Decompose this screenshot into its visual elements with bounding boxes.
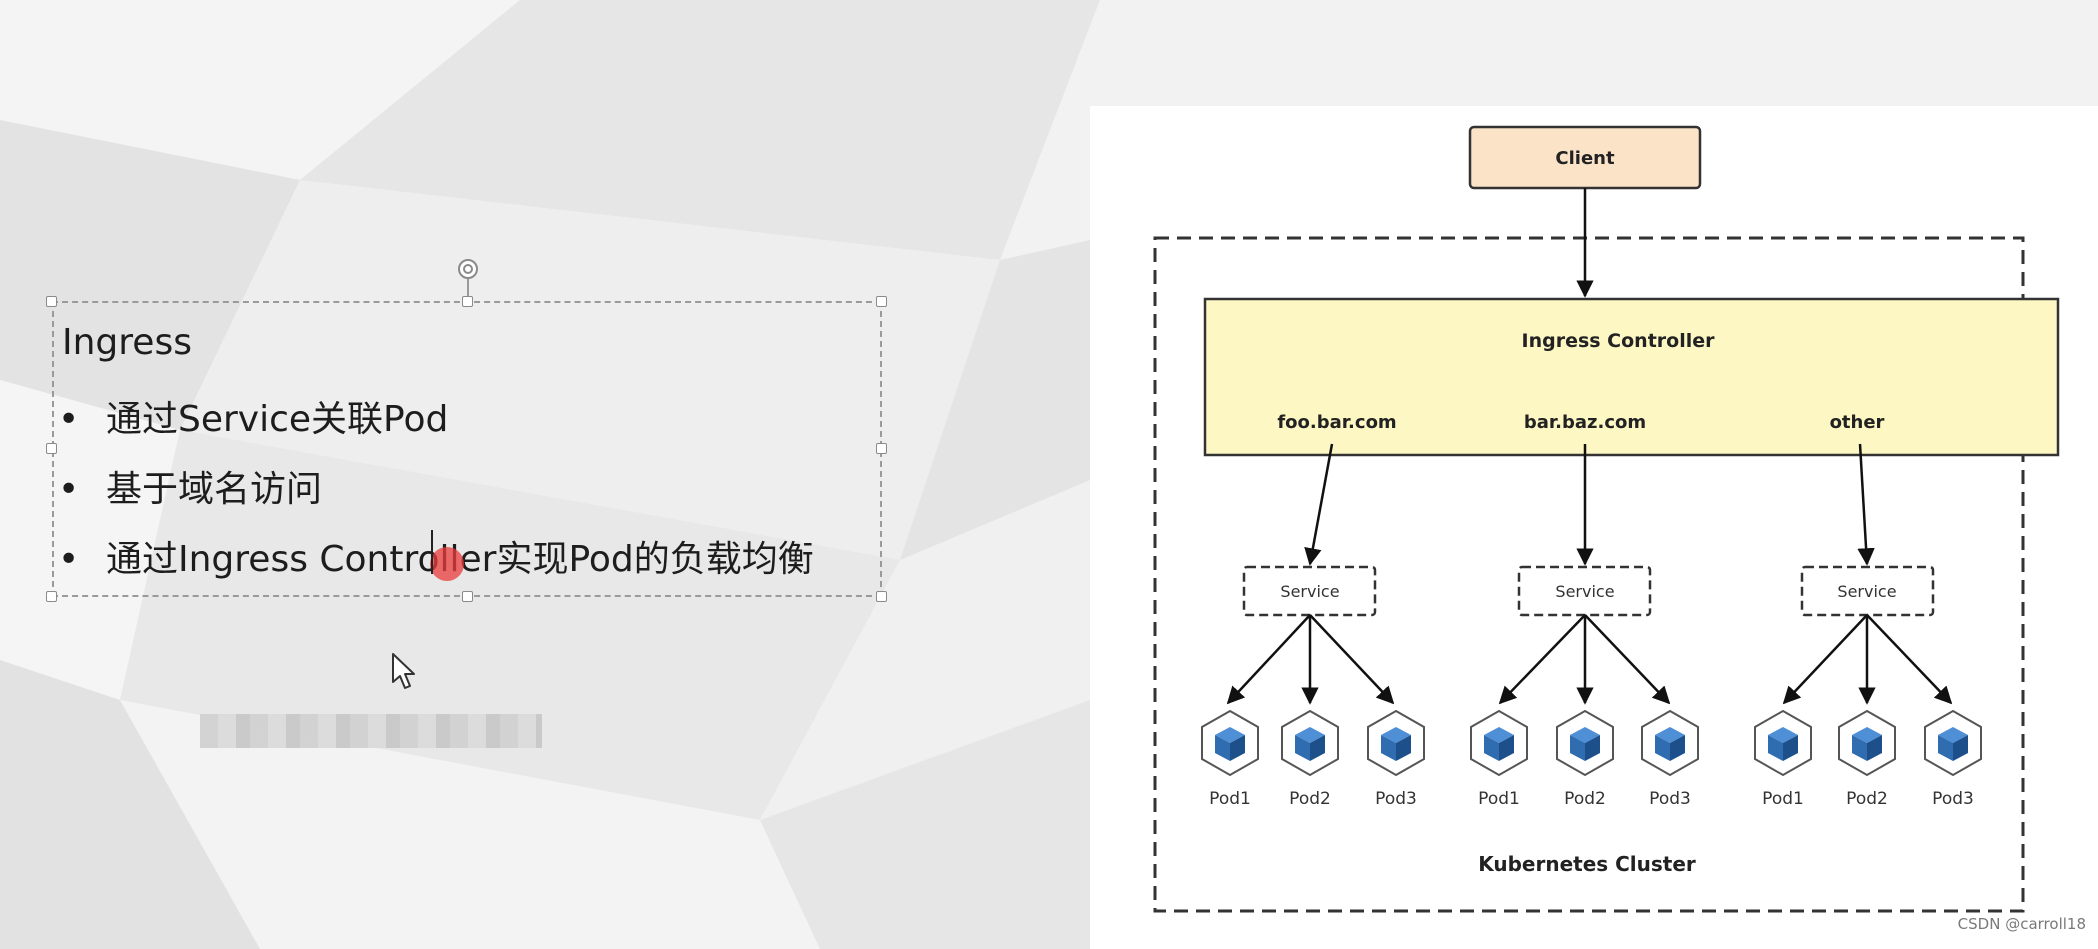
pod-label: Pod3: [1375, 789, 1417, 809]
pod-label: Pod3: [1649, 789, 1691, 809]
watermark: CSDN @carroll18: [1957, 915, 2086, 933]
client-label: Client: [1555, 148, 1615, 169]
cluster-label: Kubernetes Cluster: [1478, 852, 1696, 876]
pod-arrow: [1309, 614, 1395, 705]
pod-cube-icon: [1281, 709, 1339, 777]
bullet-text: 通过Service关联Pod: [106, 399, 449, 440]
route-arrow: [1304, 443, 1334, 566]
pod-arrow: [1226, 614, 1311, 705]
resize-handle-top[interactable]: [462, 296, 473, 307]
pod-row: [1201, 709, 1982, 777]
resize-handle-top-left[interactable]: [46, 296, 57, 307]
pod-arrow: [1584, 614, 1671, 705]
service-label: Service: [1280, 582, 1339, 601]
bullet-item: •基于域名访问: [58, 469, 323, 510]
controller-label: Ingress Controller: [1522, 330, 1716, 352]
pod-cube-icon: [1754, 709, 1812, 777]
pod-cube-icon: [1838, 709, 1896, 777]
host-label: bar.baz.com: [1524, 412, 1646, 433]
ingress-controller-box: [1203, 297, 2060, 457]
pod-cube-icon: [1556, 709, 1614, 777]
service-group: Service: [1498, 565, 1671, 705]
text-cursor: [431, 530, 433, 574]
bullet-text: 基于域名访问: [106, 469, 323, 510]
pod-label: Pod1: [1209, 789, 1251, 809]
diagram-panel: [1090, 106, 2098, 949]
resize-handle-bottom[interactable]: [462, 591, 473, 602]
service-label: Service: [1837, 582, 1896, 601]
service-group: Service: [1226, 565, 1395, 705]
host-label: foo.bar.com: [1277, 412, 1396, 433]
pod-cube-icon: [1470, 709, 1528, 777]
rotate-stem: [467, 277, 469, 301]
service-label: Service: [1555, 582, 1614, 601]
pod-label: Pod3: [1932, 789, 1974, 809]
resize-handle-bottom-right[interactable]: [876, 591, 887, 602]
pod-label: Pod1: [1762, 789, 1804, 809]
mouse-pointer-icon: [392, 653, 415, 689]
pod-label: Pod1: [1478, 789, 1520, 809]
route-arrow: [1857, 443, 1875, 566]
pod-arrow: [1498, 614, 1586, 705]
rotate-icon[interactable]: [454, 255, 482, 283]
resize-handle-bottom-left[interactable]: [46, 591, 57, 602]
textbox-title: Ingress: [62, 322, 192, 363]
bullet-item: •通过Service关联Pod: [58, 399, 449, 440]
pod-label: Pod2: [1289, 789, 1331, 809]
blurred-caption: [200, 714, 542, 748]
resize-handle-right[interactable]: [876, 443, 887, 454]
pod-arrow: [1866, 614, 1953, 705]
pod-label: Pod2: [1846, 789, 1888, 809]
pod-cube-icon: [1367, 709, 1425, 777]
resize-handle-left[interactable]: [46, 443, 57, 454]
click-indicator: [430, 547, 464, 581]
pod-cube-icon: [1641, 709, 1699, 777]
pod-label: Pod2: [1564, 789, 1606, 809]
pod-cube-icon: [1924, 709, 1982, 777]
resize-handle-top-right[interactable]: [876, 296, 887, 307]
host-label: other: [1830, 412, 1885, 433]
pod-cube-icon: [1201, 709, 1259, 777]
service-group: Service: [1782, 565, 1953, 705]
pod-arrow: [1782, 614, 1868, 705]
ingress-diagram: Kubernetes Cluster Client Ingress Contro…: [1153, 125, 2060, 913]
